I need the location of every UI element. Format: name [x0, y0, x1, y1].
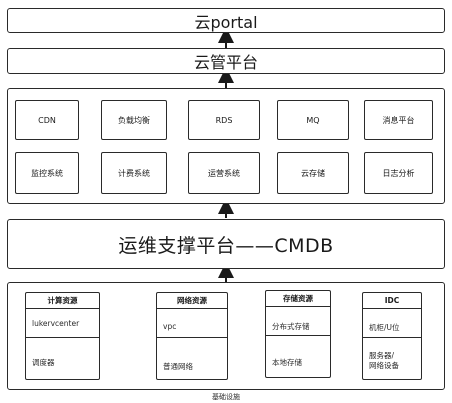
management-label: 云管平台 — [193, 53, 258, 72]
service-label: CDN — [38, 115, 56, 125]
portal-label: 云portal — [194, 12, 258, 32]
service-label: MQ — [306, 115, 320, 125]
resource-title: 网络资源 — [157, 293, 227, 309]
resource-item: 机柜/U位 — [369, 323, 400, 332]
service-operations: 运营系统 — [188, 152, 260, 194]
service-label: 云存储 — [301, 168, 325, 178]
resource-title: IDC — [363, 293, 421, 309]
resource-divider — [266, 335, 330, 336]
service-monitoring: 监控系统 — [15, 152, 79, 194]
service-cloud-storage: 云存储 — [277, 152, 349, 194]
service-label: 消息平台 — [382, 115, 415, 125]
service-message-platform: 消息平台 — [364, 100, 433, 140]
resource-divider — [363, 337, 421, 338]
resource-compute: 计算资源 lukervcenter 调度器 — [25, 292, 100, 380]
service-load-balancer: 负载均衡 — [101, 100, 167, 140]
ops-layer: 运维支撑平台——CMDB — [7, 219, 445, 269]
infrastructure-label: 基础设施 — [212, 393, 240, 401]
resource-network: 网络资源 vpc 普通网络 — [156, 292, 228, 380]
resource-item: 本地存储 — [272, 358, 302, 367]
resource-item: 分布式存储 — [272, 322, 310, 331]
resource-item: 服务器/ 网络设备 — [369, 351, 399, 370]
ops-label: 运维支撑平台——CMDB — [118, 234, 334, 257]
service-label: RDS — [215, 115, 233, 125]
resource-title: 存储资源 — [266, 291, 330, 307]
resource-item: 普通网络 — [163, 362, 193, 371]
resource-title: 计算资源 — [26, 293, 99, 309]
service-label: 监控系统 — [31, 168, 63, 178]
service-label: 负载均衡 — [118, 115, 150, 125]
service-mq: MQ — [277, 100, 349, 140]
resource-item: vpc — [163, 322, 177, 331]
resource-storage: 存储资源 分布式存储 本地存储 — [265, 290, 331, 378]
resource-item: lukervcenter — [32, 319, 80, 328]
service-log-analysis: 日志分析 — [364, 152, 433, 194]
service-billing: 计费系统 — [101, 152, 167, 194]
resource-item: 调度器 — [32, 358, 55, 367]
resource-divider — [157, 337, 227, 338]
service-label: 计费系统 — [118, 168, 150, 178]
service-cdn: CDN — [15, 100, 79, 140]
service-label: 日志分析 — [382, 168, 415, 178]
portal-layer: 云portal — [7, 8, 445, 33]
management-layer: 云管平台 — [7, 48, 445, 74]
service-rds: RDS — [188, 100, 260, 140]
resource-idc: IDC 机柜/U位 服务器/ 网络设备 — [362, 292, 422, 380]
service-label: 运营系统 — [208, 168, 240, 178]
resource-divider — [26, 337, 99, 338]
